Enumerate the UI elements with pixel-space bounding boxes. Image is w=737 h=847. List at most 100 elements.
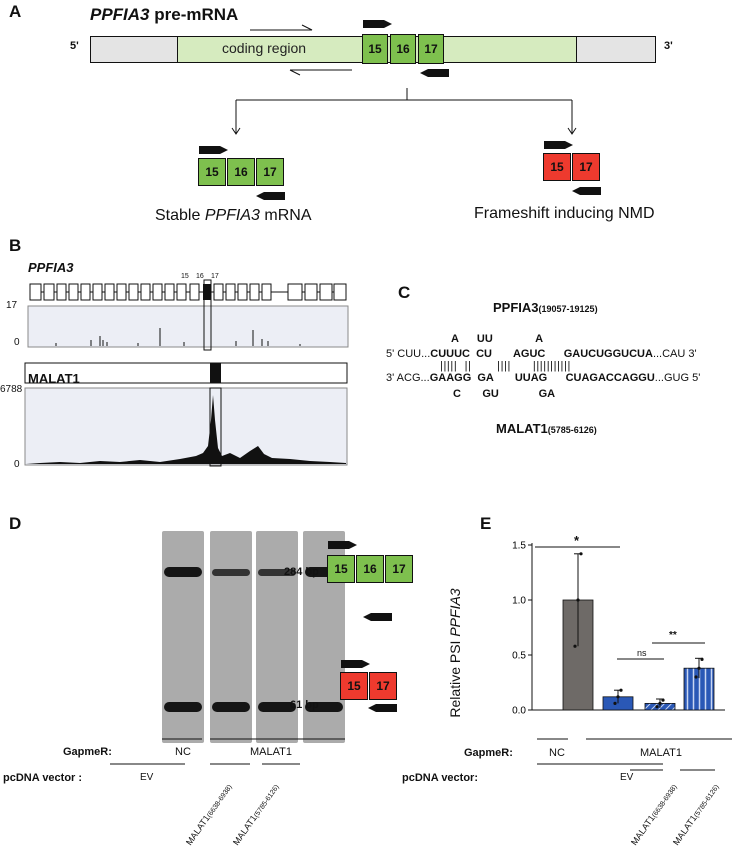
track1-ymax: 17 — [6, 300, 18, 311]
chart-points — [573, 552, 704, 709]
sig-star-2: ** — [669, 630, 677, 641]
size-marker-284: 284 bp — [284, 566, 319, 578]
stable-forward-primer — [199, 146, 228, 154]
track2-ymax: 6788 — [0, 384, 23, 395]
point-1-1 — [573, 644, 577, 648]
band-284-lane-4 — [305, 567, 343, 577]
e-vector-label: pcDNA vector: — [402, 772, 478, 784]
ppfia3-coverage-bars — [55, 328, 301, 346]
panel-d-label: D — [9, 514, 22, 533]
point-3-2 — [658, 701, 662, 705]
forward-primer-arrow — [363, 20, 392, 28]
nmd-label: Frameshift inducing NMD — [474, 205, 655, 222]
panel-c-label: C — [398, 283, 411, 302]
point-1-3 — [579, 552, 583, 556]
reverse-primer-line — [289, 69, 352, 76]
nmd-exon-15: 15 — [543, 153, 571, 181]
d-exon-15: 15 — [327, 555, 355, 583]
size-marker-61: 61 bp — [290, 699, 319, 711]
d-gapmer-malat1: MALAT1 — [250, 746, 292, 758]
malat1-gene-box — [24, 362, 348, 384]
panel-a-label: A — [9, 2, 22, 21]
chart-significance — [535, 546, 705, 660]
base-pair-row: ||||| || |||| ||||||||||| — [440, 360, 571, 372]
ppfia3-coverage-track — [27, 305, 349, 348]
branch-arrowheads — [231, 127, 577, 135]
sig-ns: ns — [637, 648, 647, 658]
malat1-coverage-track — [24, 387, 348, 466]
three-prime-label: 3' — [664, 40, 673, 52]
exon-num-17: 17 — [211, 273, 219, 280]
panel-e-label: E — [480, 514, 492, 533]
panel-a-arrows — [199, 20, 601, 200]
ppfia3-binding-title: PPFIA3(19057-19125) — [493, 300, 598, 315]
exon-15: 15 — [362, 34, 388, 64]
malat1-highlight-frame — [209, 387, 222, 467]
ppfia3-sequence-row: 5' CUU...CUUUC CU AGUC GAUCUGGUCUA...CAU… — [386, 348, 697, 360]
point-1-2 — [576, 598, 580, 602]
point-2-3 — [619, 688, 623, 692]
d-exon-16: 16 — [356, 555, 384, 583]
d-nmd-exon-17: 17 — [369, 672, 397, 700]
point-3-1 — [655, 705, 659, 709]
band-284-lane-2 — [212, 569, 250, 576]
forward-primer-line — [250, 24, 313, 31]
reverse-primer-arrow — [420, 69, 449, 77]
panel-b-tracks — [24, 279, 349, 467]
y-tick-label: 1.5 — [512, 541, 526, 552]
e-gapmer-label: GapmeR: — [464, 747, 513, 759]
gel-lane-1 — [162, 531, 204, 743]
five-prime-label: 5' — [70, 40, 79, 52]
band-61-lane-4 — [305, 702, 343, 712]
ppfia3-exon-boxes — [29, 283, 347, 301]
gene-name: PPFIA3 — [90, 5, 150, 24]
malat1-bulge-row: C GU GA — [453, 388, 556, 400]
ppfia3-highlight-frame — [203, 279, 212, 351]
sig-star-1: * — [574, 533, 580, 548]
track-ppfia3-name: PPFIA3 — [28, 260, 74, 275]
e-gapmer-nc: NC — [549, 747, 565, 759]
band-284-lane-3 — [258, 569, 296, 576]
point-4-1 — [694, 675, 698, 679]
stable-exon-17: 17 — [256, 158, 284, 186]
ppfia3-bulge-row: A UU A — [451, 333, 544, 345]
y-tick-label: 0.5 — [512, 651, 526, 662]
panel-a-title: PPFIA3 pre-mRNA — [90, 5, 238, 25]
point-2-2 — [616, 695, 620, 699]
d-nmd-exon-15: 15 — [340, 672, 368, 700]
band-61-lane-1 — [164, 702, 202, 712]
band-284-lane-1 — [164, 567, 202, 577]
e-vector-ev: EV — [620, 772, 634, 783]
exon-num-16: 16 — [196, 273, 204, 280]
track-malat1-name: MALAT1 — [28, 371, 80, 386]
panel-d-primers — [328, 541, 392, 668]
point-4-2 — [697, 666, 701, 670]
d-vector-label: pcDNA vector : — [3, 772, 83, 784]
psi-bar-chart: 0.00.51.01.5 — [512, 541, 725, 717]
coding-region-label: coding region — [222, 40, 307, 56]
band-61-lane-3 — [258, 702, 296, 712]
malat1-sequence-row: 3' ACG...GAAGG GA UUAG CUAGACCAGGU...GUG… — [386, 372, 701, 384]
d-exon-17: 17 — [385, 555, 413, 583]
panel-b-label: B — [9, 236, 22, 255]
track1-ymin: 0 — [14, 337, 20, 348]
track2-ymin: 0 — [14, 459, 20, 470]
exon-17: 17 — [418, 34, 444, 64]
nmd-reverse-primer — [572, 187, 601, 195]
d-gapmer-label: GapmeR: — [63, 746, 112, 758]
stable-exon-16: 16 — [227, 158, 255, 186]
point-3-3 — [661, 698, 665, 702]
gel-lane-2 — [210, 531, 252, 743]
ppfia3-highlight-exon — [203, 284, 211, 300]
malat1-binding-title: MALAT1(5785-6126) — [496, 421, 597, 436]
utr-3 — [576, 36, 656, 63]
d-vector-ev: EV — [140, 772, 154, 783]
malat1-highlight-block — [210, 363, 221, 383]
band-61-lane-2 — [212, 702, 250, 712]
exon-num-15: 15 — [181, 273, 189, 280]
point-4-3 — [700, 657, 704, 661]
nmd-forward-primer — [544, 141, 573, 149]
e-ylabel: Relative PSI PPFIA3 — [447, 588, 463, 718]
gel-lane-3 — [256, 531, 298, 743]
y-tick-label: 1.0 — [512, 596, 526, 607]
